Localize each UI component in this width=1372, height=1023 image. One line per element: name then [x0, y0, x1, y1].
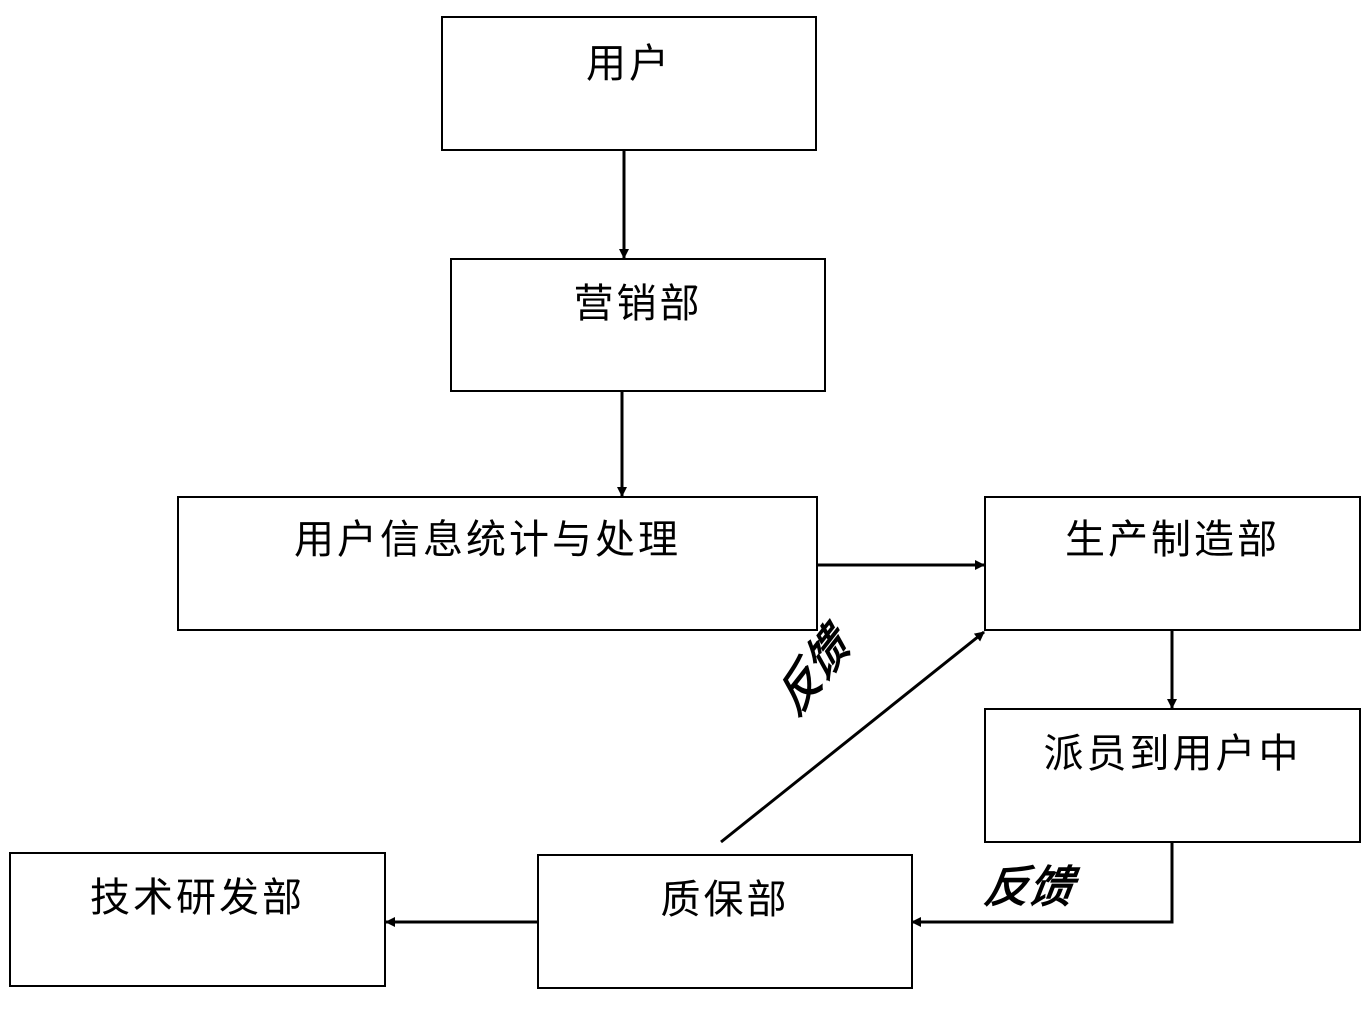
arrow-quality-to-manufacturing	[720, 630, 985, 844]
node-dispatch: 派员到用户中	[984, 708, 1361, 843]
node-info-processing: 用户信息统计与处理	[177, 496, 818, 631]
node-user-label: 用户	[586, 41, 672, 87]
node-info-processing-label: 用户信息统计与处理	[294, 517, 681, 563]
node-quality: 质保部	[537, 854, 913, 989]
node-quality-label: 质保部	[660, 877, 790, 923]
node-user: 用户	[441, 16, 817, 151]
node-manufacturing: 生产制造部	[984, 496, 1361, 631]
node-rnd-label: 技术研发部	[90, 875, 305, 921]
node-marketing: 营销部	[450, 258, 826, 392]
node-rnd: 技术研发部	[9, 852, 386, 987]
node-marketing-label: 营销部	[573, 281, 703, 327]
node-dispatch-label: 派员到用户中	[1043, 731, 1302, 777]
arrow-dispatch-to-quality	[911, 843, 1174, 927]
edge-label-feedback-bottom: 反馈	[981, 862, 1077, 913]
node-manufacturing-label: 生产制造部	[1065, 517, 1280, 563]
